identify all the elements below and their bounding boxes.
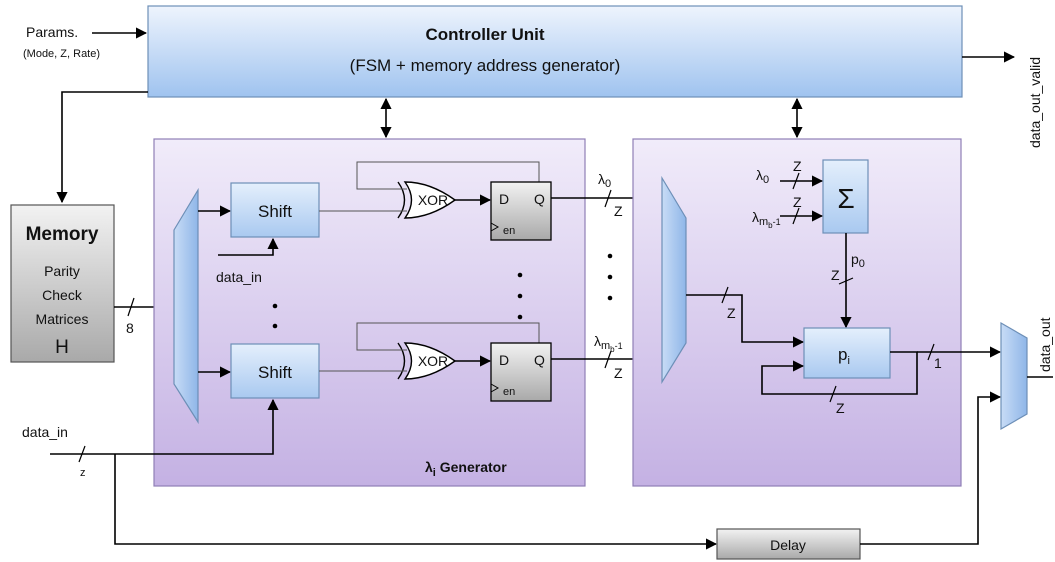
shift-dot-2	[272, 323, 278, 329]
lambda-mb-bus: Z	[614, 365, 623, 381]
data-in-label: data_in	[22, 424, 68, 440]
pi-label: pi	[838, 345, 850, 367]
ff-bottom-q: Q	[534, 352, 545, 368]
p0-bus: Z	[831, 267, 840, 283]
lambda-mb-slash	[604, 350, 612, 369]
ff-dot-1	[517, 272, 523, 278]
data-out-label: data_out	[1037, 317, 1053, 372]
mux-to-pi-wire	[686, 294, 805, 348]
ff-top-d: D	[499, 191, 509, 207]
data-in-to-delay-wire	[114, 454, 718, 550]
mux-to-pi-slash	[721, 286, 729, 304]
data-in-to-shift-bottom-wire	[115, 398, 279, 455]
sum-in-lambda-0-label: λ0	[756, 167, 769, 186]
output-mux	[1000, 321, 1028, 431]
pi-block	[803, 327, 891, 379]
pi-out-slash	[927, 343, 935, 361]
shift-bottom-label: Shift	[258, 363, 292, 382]
data-in-bus-label: z	[80, 467, 86, 479]
xor-bottom-feedback-wire	[356, 322, 540, 361]
lambda-mux	[661, 175, 687, 385]
ff-top-q: Q	[534, 191, 545, 207]
memory-line-1: Parity	[44, 263, 80, 279]
ff-top-clock	[490, 222, 500, 232]
bus-dot-1	[607, 253, 613, 259]
ff-top-en: en	[503, 225, 515, 237]
delay-block	[716, 528, 861, 560]
data-in-bus-slash	[78, 445, 86, 463]
sum-in-top-bus: Z	[793, 158, 802, 174]
ff-bottom-clock	[490, 383, 500, 393]
memory-title: Memory	[26, 224, 99, 245]
xor-gate-top	[403, 181, 457, 219]
bus-dot-2	[607, 274, 613, 280]
xor-top-label: XOR	[418, 192, 448, 208]
flip-flop-bottom	[490, 342, 552, 402]
ff-dot-3	[517, 314, 523, 320]
lambda-0-bus: Z	[614, 203, 623, 219]
p0-slash	[838, 277, 854, 285]
sum-symbol: Σ	[837, 183, 854, 214]
memory-line-2: Check	[42, 287, 83, 303]
pi-feedback-slash	[829, 385, 837, 403]
xor-bottom-label: XOR	[418, 353, 448, 369]
lambda-mb-label: λmb-1	[594, 333, 623, 354]
ff-dot-2	[517, 293, 523, 299]
shift-top-label: Shift	[258, 202, 292, 221]
delay-label: Delay	[770, 537, 806, 553]
xor-gate-bottom	[403, 342, 457, 380]
shift-top-data-in-wire	[218, 237, 279, 256]
controller-title: Controller Unit	[426, 25, 545, 44]
xor-gate-bottom-back	[397, 342, 406, 380]
ff-bottom-en: en	[503, 386, 515, 398]
xor-top-feedback-wire	[356, 161, 540, 200]
bus-dot-3	[607, 295, 613, 301]
memory-bus-width: 8	[126, 320, 134, 336]
shift-block-bottom	[230, 343, 320, 399]
sum-block	[822, 159, 869, 234]
lambda-0-slash	[604, 189, 612, 208]
sum-in-top-slash	[792, 172, 800, 190]
lambda-generator-title: λi Generator	[425, 459, 507, 479]
pi-feedback-bus: Z	[836, 400, 845, 416]
delay-to-out-mux-wire	[860, 391, 1002, 545]
memory-box	[10, 204, 115, 363]
params-label: Params.	[26, 24, 78, 40]
memory-bus-slash	[127, 297, 135, 317]
ctrl-to-memory-wire	[56, 91, 148, 204]
data-out-valid-label: data_out_valid	[1027, 57, 1043, 148]
input-demux	[173, 187, 199, 425]
memory-line-3: Matrices	[36, 311, 89, 327]
mux-to-pi-bus: Z	[727, 305, 736, 321]
lambda-0-label: λ0	[598, 171, 611, 190]
controller-subtitle: (FSM + memory address generator)	[350, 56, 621, 75]
shift-top-data-in-label: data_in	[216, 269, 262, 285]
xor-gate-top-back	[397, 181, 406, 219]
parity-panel	[632, 138, 962, 487]
flip-flop-top	[490, 181, 552, 241]
pi-feedback-wire	[761, 351, 918, 395]
sum-in-bottom-slash	[792, 207, 800, 225]
sum-in-lambda-mb-label: λmb-1	[752, 209, 781, 230]
params-sub-label: (Mode, Z, Rate)	[23, 48, 100, 60]
p0-label: p0	[851, 251, 865, 270]
shift-dot-1	[272, 303, 278, 309]
shift-block-top	[230, 182, 320, 238]
ff-bottom-d: D	[499, 352, 509, 368]
pi-out-bus: 1	[934, 355, 942, 371]
sum-in-bottom-bus: Z	[793, 194, 802, 210]
controller-unit-box	[147, 5, 963, 98]
memory-symbol: H	[55, 337, 69, 358]
